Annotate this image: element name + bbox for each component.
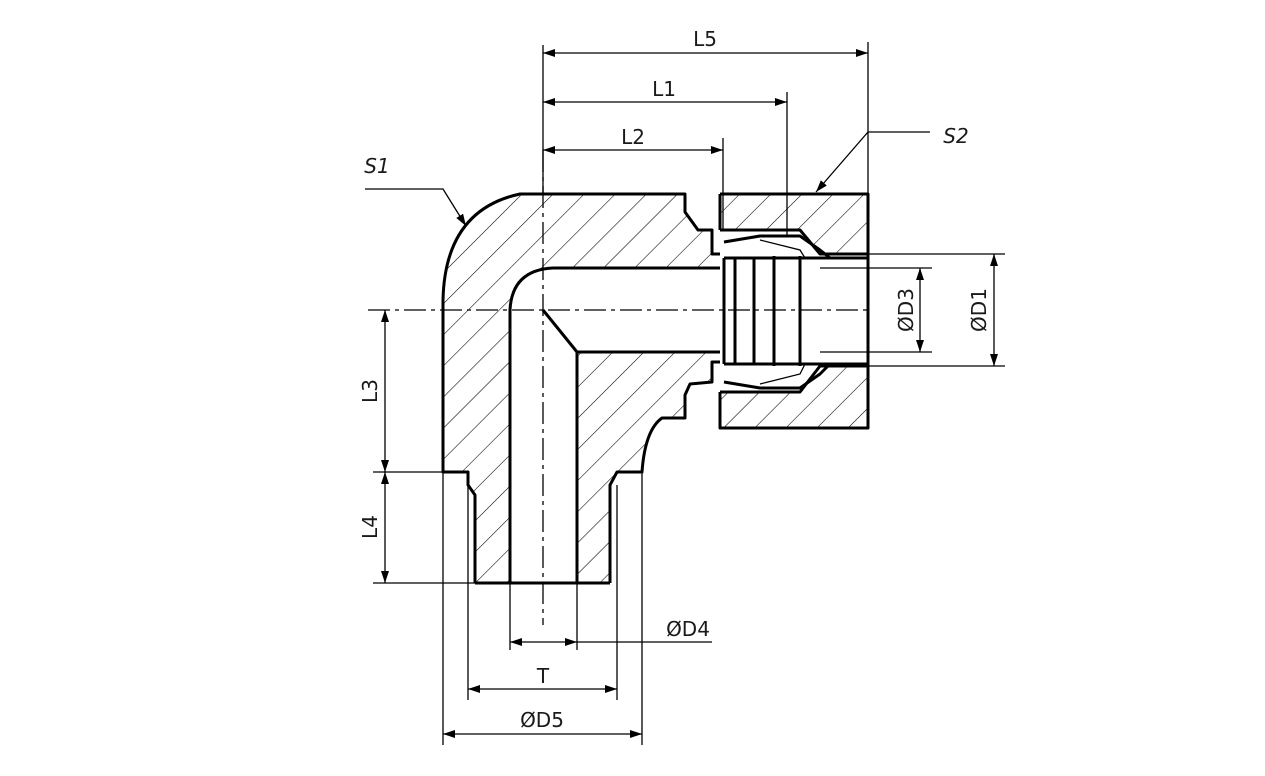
label-D4: ØD4 bbox=[666, 617, 710, 641]
bore-outline bbox=[508, 266, 720, 583]
ring-top-detail bbox=[759, 239, 806, 259]
dimension-labels: L5 L1 L2 S1 S2 ØD3 ØD1 L3 L4 ØD4 T ØD5 bbox=[358, 27, 991, 732]
label-T: T bbox=[536, 664, 550, 688]
body-section bbox=[441, 192, 720, 585]
label-D5: ØD5 bbox=[520, 708, 564, 732]
label-S2: S2 bbox=[943, 124, 968, 148]
label-L2: L2 bbox=[621, 125, 645, 149]
body-hatched-lower-right bbox=[577, 352, 720, 583]
nut-upper-hatch bbox=[720, 194, 868, 254]
nut-inner-bottom bbox=[720, 364, 868, 394]
ring-bottom-wedge bbox=[723, 362, 832, 390]
body-outline-left bbox=[441, 192, 543, 583]
label-L1: L1 bbox=[652, 77, 676, 101]
nut-outline-top bbox=[718, 192, 870, 430]
label-L3: L3 bbox=[358, 379, 382, 403]
body-outline-bottom-right bbox=[608, 360, 720, 583]
ring-bottom-detail bbox=[759, 363, 806, 385]
cutting-ring bbox=[722, 234, 868, 390]
label-D3: ØD3 bbox=[894, 288, 918, 332]
ring-top-wedge bbox=[723, 234, 831, 260]
label-L5: L5 bbox=[693, 27, 717, 51]
label-L4: L4 bbox=[358, 515, 382, 539]
extension-lines bbox=[373, 42, 1005, 745]
body-outline bbox=[543, 192, 720, 256]
label-D1: ØD1 bbox=[967, 288, 991, 332]
label-S1: S1 bbox=[364, 154, 389, 178]
dimension-lines bbox=[365, 49, 998, 738]
drill-point-line bbox=[541, 309, 579, 353]
leader-S2 bbox=[815, 131, 930, 193]
leader-S1 bbox=[365, 188, 467, 227]
nut-lower-hatch bbox=[720, 366, 868, 428]
